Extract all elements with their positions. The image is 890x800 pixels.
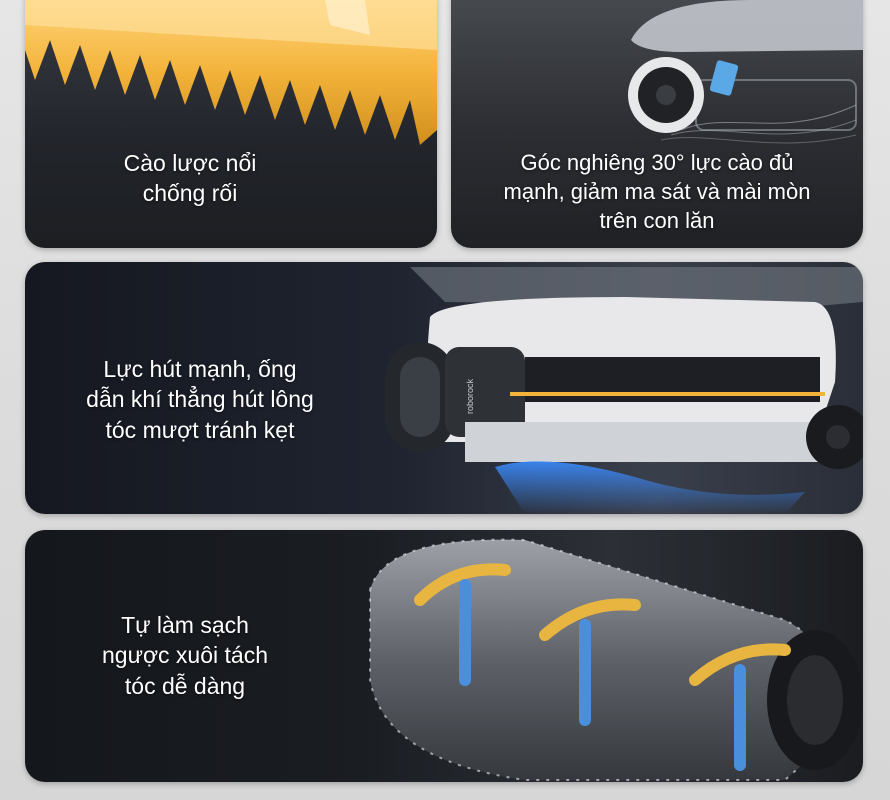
feature-card-selfclean: Tự làm sạch ngược xuôi tách tóc dễ dàng — [25, 530, 863, 782]
feature-card-suction: roborock Lực hút mạnh, ống dẫn khí thẳng… — [25, 262, 863, 514]
caption-comb: Cào lược nổi chống rối — [123, 150, 257, 207]
feature-card-angle: Góc nghiêng 30° lực cào đủ mạnh, giảm ma… — [451, 0, 863, 248]
suction-channel-image: roborock — [385, 267, 863, 514]
angled-roller-image — [628, 0, 863, 144]
comb-scraper-image — [25, 0, 437, 145]
self-cleaning-roller-image — [369, 538, 863, 781]
feature-card-comb: Cào lược nổi chống rối — [25, 0, 437, 248]
caption-suction: Lực hút mạnh, ống dẫn khí thẳng hút lông… — [86, 356, 314, 443]
caption-angle: Góc nghiêng 30° lực cào đủ mạnh, giảm ma… — [503, 150, 811, 234]
caption-selfclean: Tự làm sạch ngược xuôi tách tóc dễ dàng — [101, 612, 268, 699]
brand-logo: roborock — [465, 378, 475, 414]
